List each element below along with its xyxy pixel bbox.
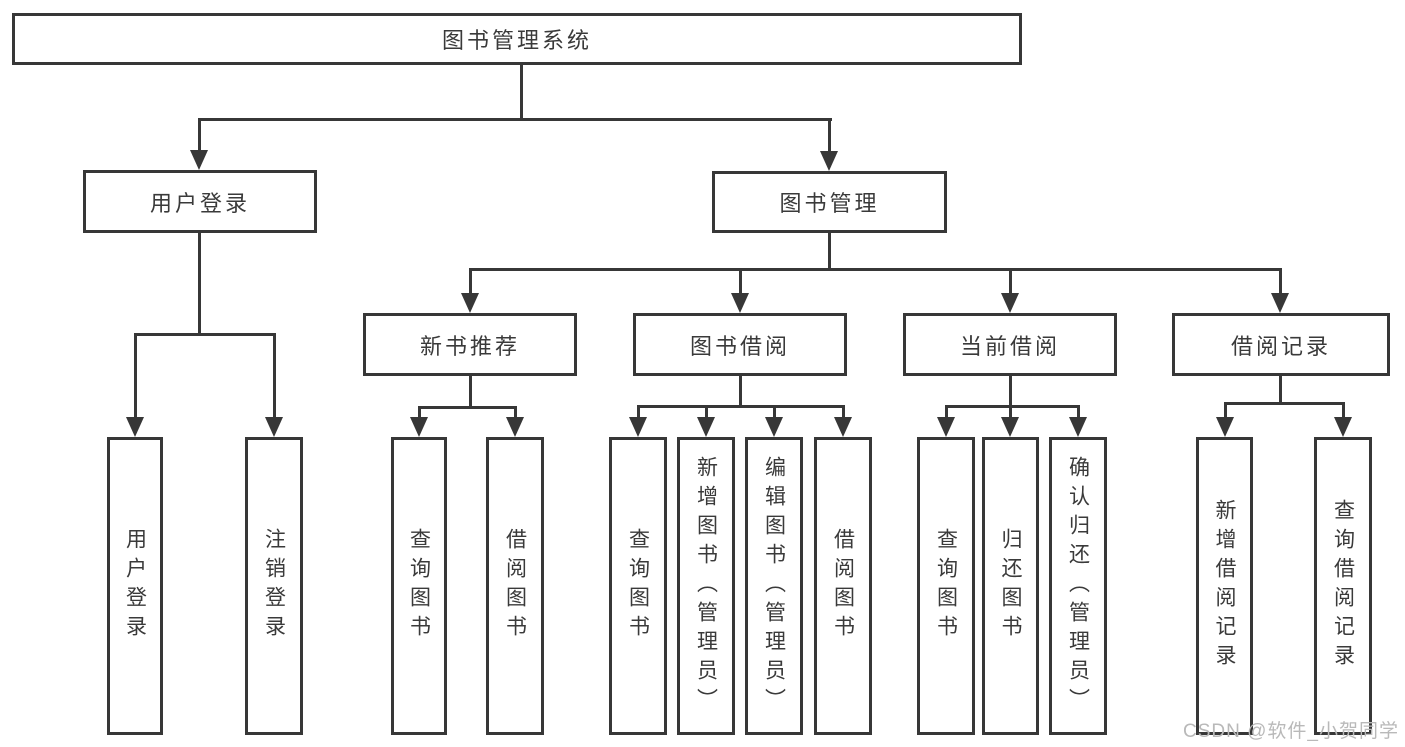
arrowhead-borrowing-leaf1 (629, 417, 647, 437)
arrowhead-to-book-mgmt (820, 151, 838, 171)
leaf-edit-books-admin: 编辑图书（管理员） (745, 437, 803, 735)
leaf-return-books: 归还图书 (982, 437, 1039, 735)
arrowhead-to-user-login (190, 150, 208, 170)
connector-book-mgmt-stem (828, 232, 831, 271)
leaf-user-login: 用户登录 (107, 437, 163, 735)
connector-root-stem (520, 63, 523, 120)
arrowhead-to-borrowing (731, 293, 749, 313)
leaf-query-books-1: 查询图书 (391, 437, 447, 735)
connector-records-leaf2 (1342, 402, 1345, 419)
node-new-book-recommend-label: 新书推荐 (419, 333, 520, 359)
connector-current-bar (945, 405, 1080, 408)
connector-borrowing-leaf1 (637, 405, 640, 419)
leaf-query-books-3-label: 查询图书 (934, 528, 958, 644)
connector-current-leaf2 (1009, 405, 1012, 419)
connector-to-borrowing (739, 268, 742, 295)
arrowhead-borrowing-leaf2 (697, 417, 715, 437)
connector-borrowing-leaf2 (705, 405, 708, 419)
arrowhead-to-new-book (461, 293, 479, 313)
node-new-book-recommend: 新书推荐 (363, 313, 577, 376)
connector-new-book-stem (469, 375, 472, 409)
node-library-system: 图书管理系统 (12, 13, 1022, 65)
node-book-management-label: 图书管理 (779, 191, 880, 216)
arrowhead-borrowing-leaf3 (765, 417, 783, 437)
leaf-query-books-3: 查询图书 (917, 437, 975, 735)
node-current-borrowing-label: 当前借阅 (959, 333, 1060, 359)
connector-records-bar (1224, 402, 1345, 405)
csdn-watermark: CSDN @软件_小贺同学 (1183, 721, 1399, 742)
leaf-add-books-admin-label: 新增图书（管理员） (694, 455, 718, 717)
connector-to-records (1279, 268, 1282, 295)
connector-to-login-leaf (134, 333, 137, 419)
node-borrowing-records: 借阅记录 (1172, 313, 1390, 376)
arrowhead-to-login-leaf (126, 417, 144, 437)
leaf-query-books-1-label: 查询图书 (407, 528, 431, 644)
leaf-logout-label: 注销登录 (262, 528, 286, 644)
leaf-add-books-admin: 新增图书（管理员） (677, 437, 735, 735)
node-book-borrowing-label: 图书借阅 (689, 333, 790, 359)
connector-borrowing-leaf4 (842, 405, 845, 419)
leaf-user-login-label: 用户登录 (123, 528, 147, 644)
connector-to-logout-leaf (273, 333, 276, 419)
connector-user-login-stem (198, 232, 201, 336)
connector-records-stem (1279, 375, 1282, 405)
leaf-return-books-label: 归还图书 (999, 528, 1022, 644)
arrowhead-current-leaf3 (1069, 417, 1087, 437)
node-book-management: 图书管理 (712, 171, 947, 233)
leaf-borrow-books-1-label: 借阅图书 (503, 528, 527, 644)
arrowhead-current-leaf1 (937, 417, 955, 437)
arrowhead-current-leaf2 (1001, 417, 1019, 437)
connector-to-book-mgmt (828, 118, 831, 153)
leaf-query-borrow-record: 查询借阅记录 (1314, 437, 1372, 735)
node-current-borrowing: 当前借阅 (903, 313, 1117, 376)
leaf-borrow-books-2: 借阅图书 (814, 437, 872, 735)
leaf-borrow-books-1: 借阅图书 (486, 437, 544, 735)
connector-current-leaf1 (945, 405, 948, 419)
leaf-confirm-return-admin-label: 确认归还（管理员） (1066, 455, 1090, 717)
arrowhead-borrowing-leaf4 (834, 417, 852, 437)
connector-new-book-leaf2 (514, 406, 517, 419)
leaf-query-books-2: 查询图书 (609, 437, 667, 735)
arrowhead-new-book-leaf1 (410, 417, 428, 437)
leaf-query-borrow-record-label: 查询借阅记录 (1331, 499, 1355, 673)
leaf-logout: 注销登录 (245, 437, 303, 735)
leaf-borrow-books-2-label: 借阅图书 (831, 528, 855, 644)
node-book-borrowing: 图书借阅 (633, 313, 847, 376)
node-library-system-label: 图书管理系统 (441, 28, 592, 53)
connector-level3-bar (469, 268, 1281, 271)
connector-current-stem (1009, 375, 1012, 408)
connector-records-leaf1 (1224, 402, 1227, 419)
node-user-login-label: 用户登录 (149, 190, 250, 216)
arrowhead-to-records (1271, 293, 1289, 313)
connector-borrowing-stem (739, 375, 742, 408)
connector-level2-bar (198, 118, 832, 121)
arrowhead-new-book-leaf2 (506, 417, 524, 437)
arrowhead-records-leaf1 (1216, 417, 1234, 437)
leaf-add-borrow-record-label: 新增借阅记录 (1213, 499, 1236, 673)
leaf-confirm-return-admin: 确认归还（管理员） (1049, 437, 1107, 735)
connector-new-book-bar (418, 406, 517, 409)
connector-user-login-bar (134, 333, 276, 336)
connector-borrowing-leaf3 (773, 405, 776, 419)
node-user-login: 用户登录 (83, 170, 317, 233)
connector-current-leaf3 (1077, 405, 1080, 419)
arrowhead-to-current (1001, 293, 1019, 313)
leaf-add-borrow-record: 新增借阅记录 (1196, 437, 1253, 735)
leaf-edit-books-admin-label: 编辑图书（管理员） (762, 455, 786, 717)
leaf-query-books-2-label: 查询图书 (626, 528, 650, 644)
connector-new-book-leaf1 (418, 406, 421, 419)
arrowhead-to-logout-leaf (265, 417, 283, 437)
connector-to-current (1009, 268, 1012, 295)
connector-to-user-login (198, 118, 201, 152)
node-borrowing-records-label: 借阅记录 (1230, 333, 1331, 359)
connector-to-new-book (469, 268, 472, 295)
connector-borrowing-bar (637, 405, 845, 408)
arrowhead-records-leaf2 (1334, 417, 1352, 437)
